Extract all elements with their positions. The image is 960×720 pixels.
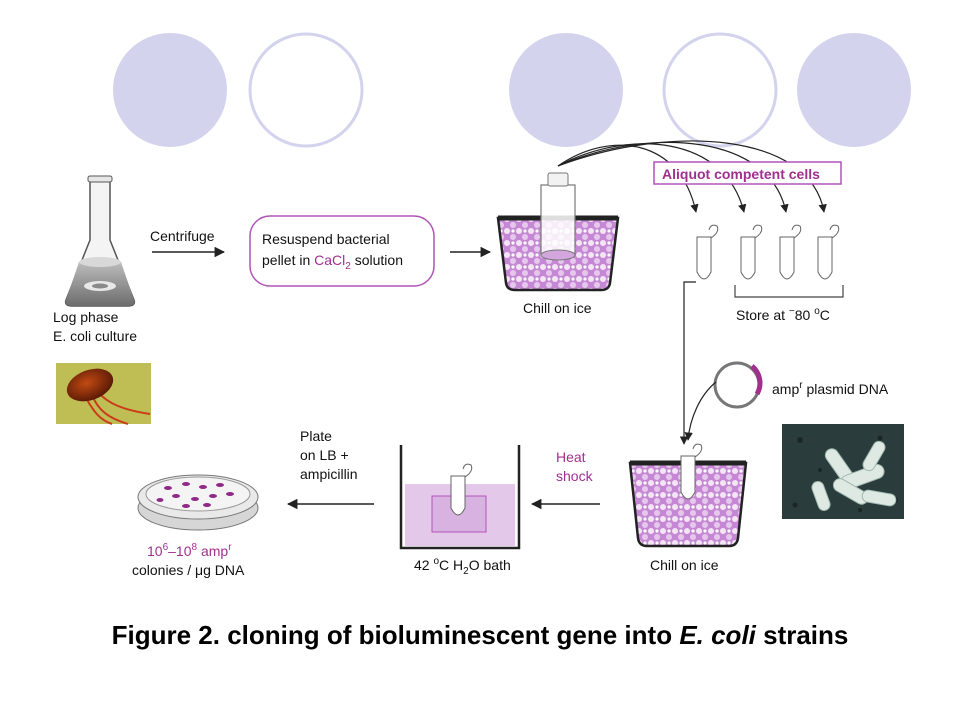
colonies-line1: 106–108 ampr [147, 542, 232, 559]
ice-bucket-top [496, 172, 620, 292]
deco-circle [113, 33, 227, 147]
figure-caption: Figure 2. cloning of bioluminescent gene… [111, 620, 849, 650]
deco-circle [662, 32, 778, 148]
heat-shock-line2: shock [556, 468, 594, 484]
culture-label-line1: Log phase [53, 309, 119, 325]
water-bath [399, 445, 521, 550]
decorative-circles [113, 32, 911, 148]
store-bracket [734, 285, 844, 298]
tube-icon [696, 224, 719, 280]
ice-bucket-bottom [628, 443, 748, 548]
heat-shock-line1: Heat [556, 449, 586, 465]
colonies-line2: colonies / μg DNA [132, 562, 245, 578]
plate-line3: ampicillin [300, 466, 358, 482]
flask-icon [64, 175, 136, 307]
deco-circle [509, 33, 623, 147]
bacterium-photo [56, 363, 151, 425]
chill-on-ice-top: Chill on ice [523, 300, 592, 316]
plate-line2: on LB + [300, 447, 349, 463]
plate-line1: Plate [300, 428, 332, 444]
plasmid-label: ampr plasmid DNA [772, 380, 889, 397]
centrifuge-label: Centrifuge [150, 228, 215, 244]
resuspend-line1: Resuspend bacterial [262, 231, 390, 247]
deco-circle [248, 32, 364, 148]
aliquot-label: Aliquot competent cells [662, 166, 820, 182]
tube-icon [817, 224, 840, 280]
plasmid-icon [713, 361, 763, 409]
deco-circle [797, 33, 911, 147]
resuspend-line2: pellet in CaCl2 solution [262, 252, 403, 272]
resuspend-box [249, 215, 435, 287]
caption-italic: E. coli [679, 620, 756, 650]
tube-icon [740, 224, 763, 280]
petri-dish-icon [137, 474, 259, 531]
chill-on-ice-bottom: Chill on ice [650, 557, 719, 573]
aliquot-box [653, 161, 842, 185]
bath-label: 42 oC H2O bath [414, 556, 511, 577]
arrow-down-to-ice [679, 281, 696, 445]
culture-label-line2: E. coli culture [53, 328, 137, 344]
tube-icon [779, 224, 802, 280]
arrow-plasmid [684, 381, 717, 441]
cacl2-chem: CaCl [314, 252, 345, 268]
store-label: Store at −80 oC [736, 306, 830, 323]
ecoli-micrograph [782, 424, 904, 519]
aliquot-tubes [696, 224, 840, 280]
